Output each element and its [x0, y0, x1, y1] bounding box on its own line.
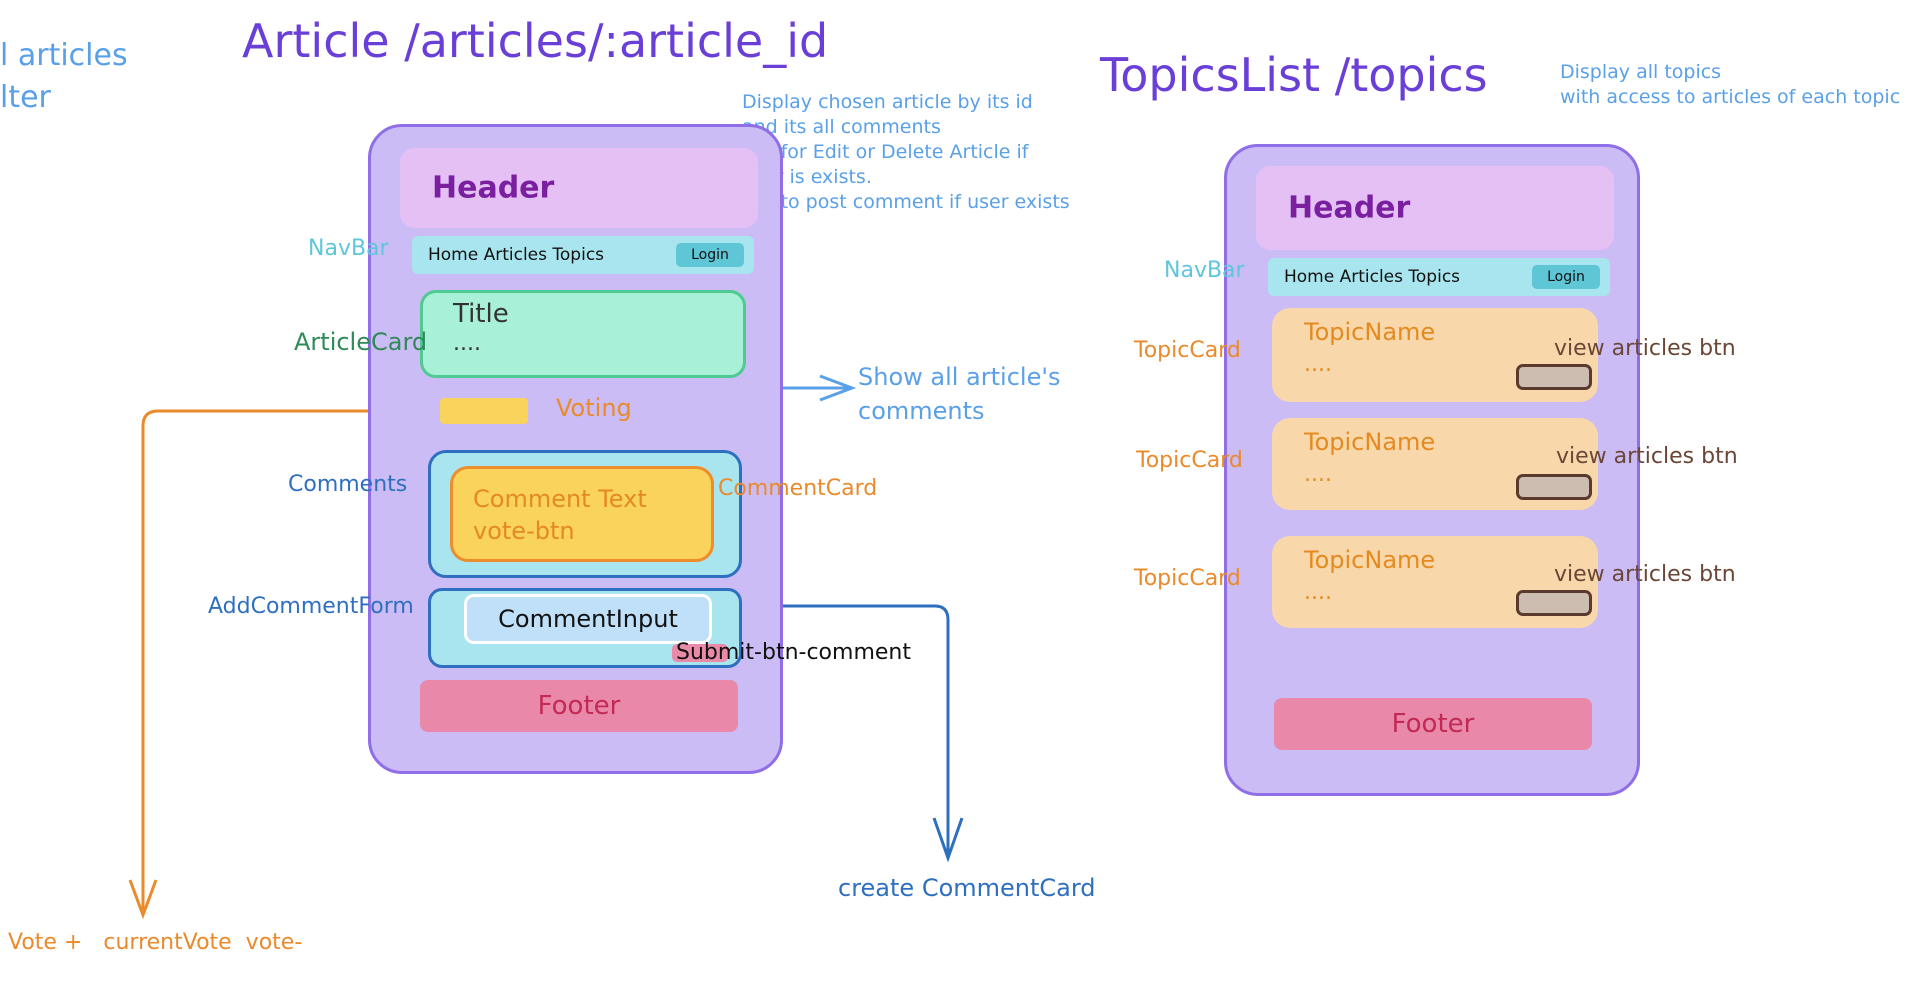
note-line: and its all comments [742, 116, 941, 138]
comments-arrow-head [819, 374, 857, 402]
login-button[interactable]: Login [676, 243, 744, 267]
topics-footer: Footer [1274, 698, 1592, 750]
submit-button-label: Submit-btn-comment [676, 640, 911, 665]
article-screen-note: Display chosen article by its id and its… [742, 90, 1070, 215]
show-comments-line-1: Show all article's [858, 363, 1061, 391]
topic-body: .... [1304, 352, 1332, 377]
navbar-links[interactable]: Home Articles Topics [1284, 267, 1461, 287]
navbar-label: NavBar [308, 236, 389, 261]
add-comment-form-label: AddCommentForm [208, 594, 414, 619]
topic-body: .... [1304, 580, 1332, 605]
topics-screen-title: TopicsList /topics [1100, 48, 1488, 102]
article-card: Title .... [420, 290, 746, 378]
comment-card: Comment Text vote-btn [450, 466, 714, 562]
topic-card-label: TopicCard [1136, 448, 1243, 473]
topic-card-label: TopicCard [1134, 338, 1241, 363]
show-comments-label: Show all article's comments [858, 360, 1060, 428]
view-articles-button[interactable] [1516, 590, 1592, 616]
topic-card-label: TopicCard [1134, 566, 1241, 591]
create-comment-card-label: create CommentCard [838, 874, 1096, 902]
article-footer: Footer [420, 680, 738, 732]
article-navbar: Home Articles Topics Login [412, 236, 754, 274]
topics-screen-note: Display all topics with access to articl… [1560, 60, 1900, 110]
view-articles-label: view articles btn [1556, 444, 1738, 469]
view-articles-button[interactable] [1516, 364, 1592, 390]
voting-label: Voting [556, 394, 632, 422]
view-articles-label: view articles btn [1554, 562, 1736, 587]
comment-input[interactable]: CommentInput [464, 594, 712, 644]
topic-name: TopicName [1304, 428, 1436, 456]
voting-box[interactable] [440, 398, 528, 424]
topics-navbar: Home Articles Topics Login [1268, 258, 1610, 296]
topic-card[interactable]: TopicName .... [1272, 536, 1598, 628]
topic-card[interactable]: TopicName .... [1272, 308, 1598, 402]
topic-body: .... [1304, 462, 1332, 487]
topic-name: TopicName [1304, 318, 1436, 346]
note-line: Display chosen article by its id [742, 91, 1033, 113]
article-card-label: ArticleCard [294, 328, 428, 356]
topics-header: Header [1256, 166, 1614, 250]
voting-arrow-head [128, 879, 158, 920]
view-articles-button[interactable] [1516, 474, 1592, 500]
topic-name: TopicName [1304, 546, 1436, 574]
view-articles-label: view articles btn [1554, 336, 1736, 361]
article-header: Header [400, 148, 758, 228]
comment-card-label: CommentCard [718, 476, 878, 501]
header-label: Header [432, 170, 555, 206]
comments-label: Comments [288, 472, 408, 497]
navbar-label: NavBar [1164, 258, 1245, 283]
header-label: Header [1288, 190, 1411, 226]
note-line: Btn to post comment if user exists [742, 191, 1070, 213]
note-line: Btn for Edit or Delete Article if [742, 141, 1029, 163]
left-cut-text-1: l articles [0, 38, 128, 73]
article-screen-title: Article /articles/:article_id [242, 14, 829, 68]
article-body: .... [453, 331, 481, 356]
comment-text: Comment Text [473, 485, 647, 513]
vote-controls-label: Vote + currentVote vote- [8, 930, 303, 955]
vote-button[interactable]: vote-btn [473, 517, 575, 545]
navbar-links[interactable]: Home Articles Topics [428, 245, 605, 265]
create-comment-arrow-head [932, 817, 964, 863]
left-cut-text-2: lter [0, 80, 51, 115]
show-comments-line-2: comments [858, 397, 985, 425]
note-line: with access to articles of each topic [1560, 86, 1901, 108]
note-line: Display all topics [1560, 61, 1722, 83]
login-button[interactable]: Login [1532, 265, 1600, 289]
note-line: user is exists. [742, 166, 872, 188]
topic-card[interactable]: TopicName .... [1272, 418, 1598, 510]
article-title: Title [453, 299, 509, 329]
submit-comment-button[interactable] [672, 644, 728, 662]
